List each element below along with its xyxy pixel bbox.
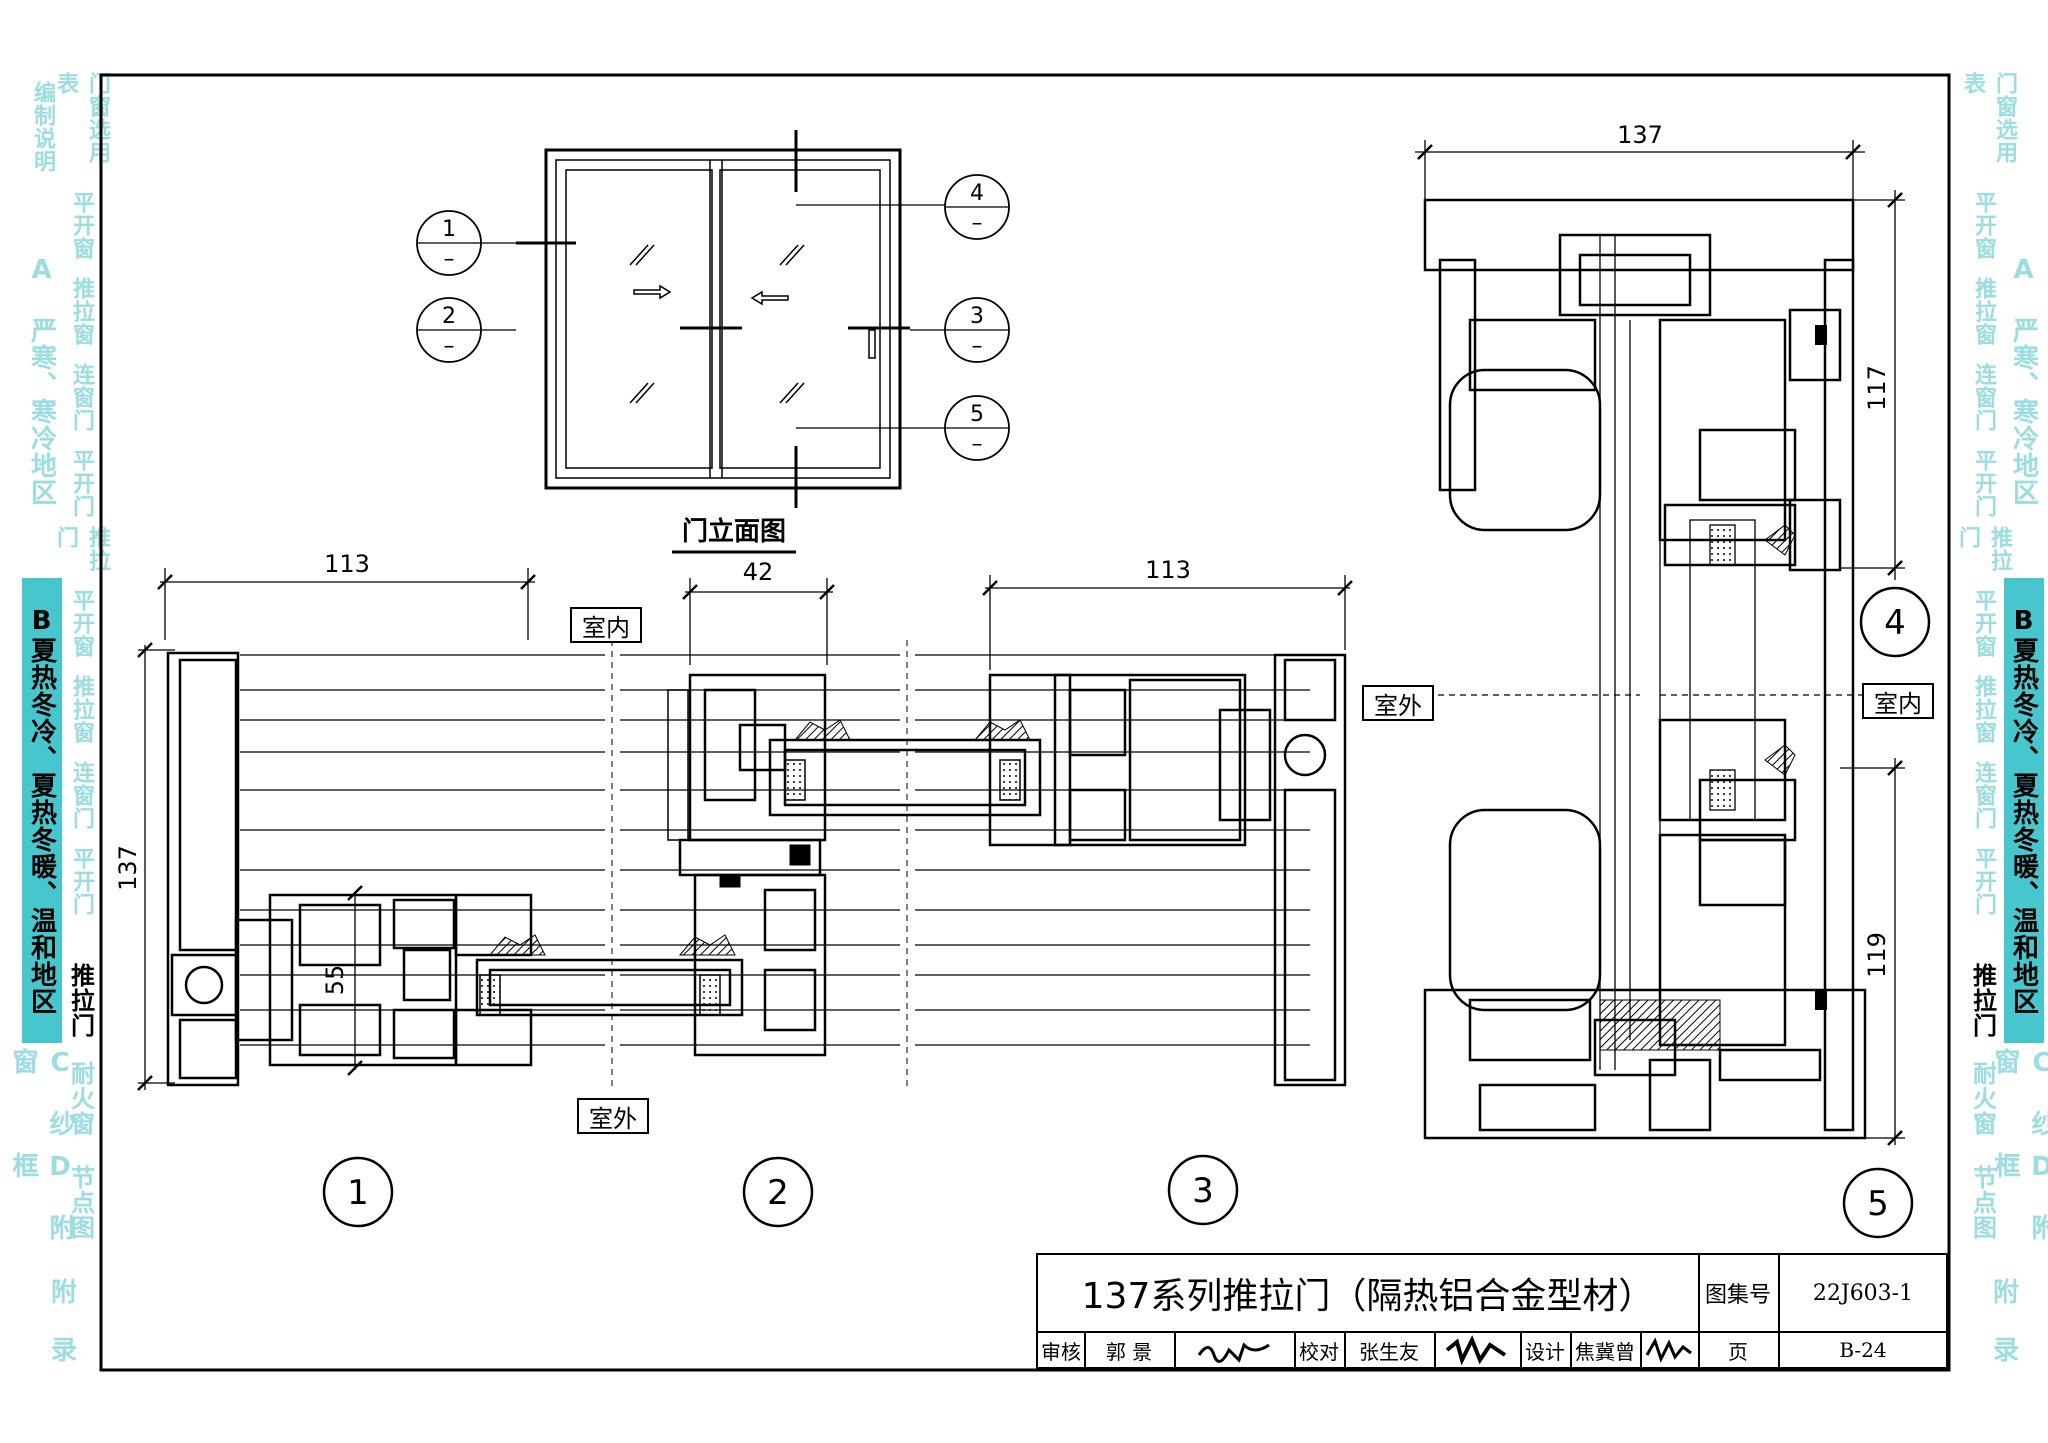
right-subtab-sliding-door-b[interactable]: 推拉门 [1968,962,1997,1038]
detail-marker-5 [1842,1167,1914,1239]
tab-region-b[interactable]: B夏热冬冷、夏热冬暖、温和地区 [22,578,62,1043]
callout-5-num: 5 [970,402,984,427]
callout-2-num: 2 [442,304,456,329]
section-dimensions [137,568,1353,1091]
tab-screen-window[interactable]: C 纱窗 [8,1048,75,1137]
subtab-sliding-door-a[interactable]: 推拉门 [53,526,110,572]
subtab-sliding-window-b[interactable]: 推拉窗 [69,674,94,744]
reviewer-signature [1174,1331,1296,1369]
subtab-casement-window[interactable]: 平开窗 [69,190,94,260]
title-block: 137系列推拉门（隔热铝合金型材） 图集号 22J603-1 审核 郭 景 校对… [1036,1253,1948,1369]
subtab-linked-window[interactable]: 连窗门 [69,362,94,432]
subtab-sliding-window[interactable]: 推拉窗 [69,276,94,346]
dim-55: 55 [321,965,349,996]
right-subtab-linked-window-b[interactable]: 连窗门 [1971,760,1996,830]
dim-137-top: 137 [1617,121,1663,149]
right-tab-frame[interactable]: D 附框 [1990,1152,2048,1241]
detail-marker-4-label: 4 [1884,603,1906,643]
drawing-title: 137系列推拉门（隔热铝合金型材） [1038,1255,1700,1333]
reviewer-name: 郭 景 [1084,1331,1176,1369]
right-subtab-casement-window-b[interactable]: 平开窗 [1971,588,1996,658]
right-subtab-casement-window[interactable]: 平开窗 [1971,190,1996,260]
dim-137-left: 137 [114,845,142,891]
atlas-label: 图集号 [1698,1255,1780,1333]
subtab-sliding-door-b[interactable]: 推拉门 [66,962,95,1038]
right-tab-region-a[interactable]: A 严寒、寒冷地区 [2008,254,2039,506]
subtab-casement-door-b[interactable]: 平开门 [69,846,94,916]
tab-appendix[interactable]: 附 录 [46,1277,77,1363]
vertical-section [1423,198,1867,1140]
callout-1-sub: – [444,247,455,272]
tab-frame[interactable]: D 附框 [8,1152,75,1241]
subtab-casement-door[interactable]: 平开门 [69,448,94,518]
detail-marker-4 [1859,586,1931,658]
indoor-label-section: 室内 [570,607,642,643]
designer-signature [1640,1331,1700,1369]
checker-name: 张生友 [1344,1331,1436,1369]
dim-42: 42 [743,558,774,586]
right-subtab-linked-window[interactable]: 连窗门 [1971,362,1996,432]
outdoor-label-vertical: 室外 [1362,685,1434,721]
design-label: 设计 [1520,1331,1572,1369]
right-subtab-node-detail[interactable]: 节点图 [1968,1164,1997,1240]
subtab-linked-window-b[interactable]: 连窗门 [69,760,94,830]
review-label: 审核 [1038,1331,1086,1369]
right-tab-screen-window[interactable]: C 纱窗 [1990,1048,2048,1137]
callout-3-num: 3 [970,304,984,329]
dim-113-left: 113 [324,550,370,578]
door-elevation [480,130,945,508]
right-tab-region-b[interactable]: B夏热冬冷、夏热冬暖、温和地区 [2004,578,2044,1043]
page-label: 页 [1698,1331,1780,1369]
subtab-node-detail[interactable]: 节点图 [66,1164,95,1240]
callout-4-num: 4 [970,181,984,206]
indoor-label-vertical: 室内 [1862,683,1934,719]
detail-marker-5-label: 5 [1867,1184,1889,1224]
right-subtab-casement-door[interactable]: 平开门 [1971,448,1996,518]
detail-marker-3-label: 3 [1192,1171,1214,1211]
page-number: B-24 [1839,1338,1887,1362]
right-subtab-sliding-window[interactable]: 推拉窗 [1971,276,1996,346]
elevation-title: 门立面图 [682,516,786,547]
atlas-number: 22J603-1 [1778,1255,1948,1333]
subtab-casement-window-b[interactable]: 平开窗 [69,588,94,658]
tab-intro[interactable]: 编制说明 [30,81,55,173]
sheet-frame [99,73,1951,1372]
detail-marker-1 [322,1156,394,1228]
callout-2-sub: – [444,334,455,359]
check-label: 校对 [1294,1331,1346,1369]
right-subtab-casement-door-b[interactable]: 平开门 [1971,846,1996,916]
right-subtab-sliding-window-b[interactable]: 推拉窗 [1971,674,1996,744]
designer-name: 焦冀曾 [1570,1331,1642,1369]
dim-117: 117 [1863,365,1891,411]
tab-region-a[interactable]: A 严寒、寒冷地区 [26,254,57,506]
callout-4-sub: – [972,211,983,236]
detail-marker-1-label: 1 [347,1173,369,1213]
dim-119: 119 [1863,932,1891,978]
subtab-fire-window[interactable]: 耐火窗 [66,1060,95,1136]
horizontal-section [166,620,1347,1100]
dim-113-right: 113 [1145,556,1191,584]
callout-5-sub: – [972,432,983,457]
callout-3-sub: – [972,334,983,359]
outdoor-label-section: 室外 [577,1098,649,1134]
right-tab-window-table[interactable]: 门窗选用表 [1960,72,2017,164]
callout-1-num: 1 [442,217,456,242]
vertical-dimensions [1415,140,1905,1146]
detail-marker-2-label: 2 [767,1173,789,1213]
right-subtab-fire-window[interactable]: 耐火窗 [1968,1060,1997,1136]
tab-window-table[interactable]: 门窗选用表 [53,72,110,164]
right-subtab-sliding-door-a[interactable]: 推拉门 [1955,526,2012,572]
right-tab-appendix[interactable]: 附 录 [1988,1277,2019,1363]
detail-marker-2 [742,1156,814,1228]
checker-signature [1434,1331,1522,1369]
detail-marker-3 [1167,1154,1239,1226]
